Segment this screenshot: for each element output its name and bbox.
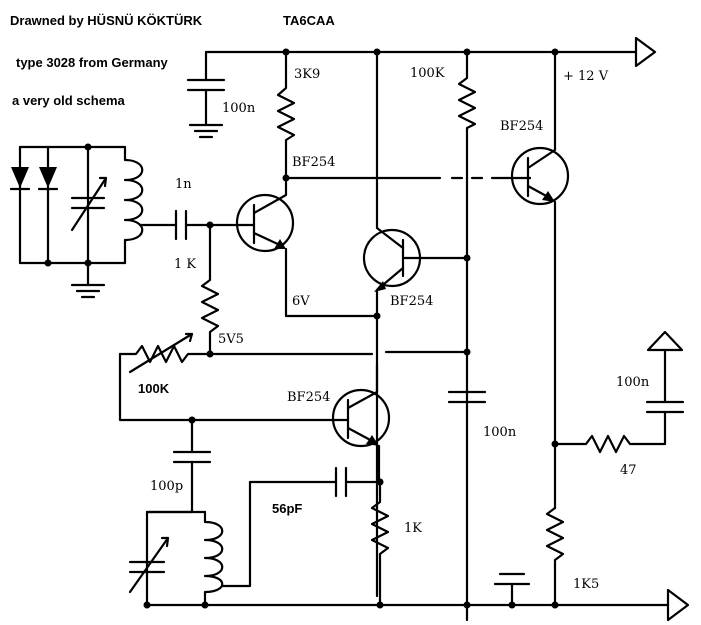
resistor-1k-top-label: 1 K xyxy=(174,257,196,272)
voltage-5v5-label: 5V5 xyxy=(218,332,244,347)
lower-tank-circuit xyxy=(128,418,338,607)
input-tank-circuit xyxy=(9,143,178,299)
ground-rail-bottom xyxy=(143,572,690,622)
transistor-right-label: BF254 xyxy=(500,119,543,134)
transistor-middle-label: BF254 xyxy=(390,294,433,309)
callsign-label: TA6CAA xyxy=(283,13,335,28)
supply-label: + 12 V xyxy=(563,69,609,84)
cap-56pf-label: 56pF xyxy=(272,501,302,516)
cap-100n-top-label: 100n xyxy=(222,101,256,116)
cap-1n-label: 1n xyxy=(175,177,192,192)
capacitor-1n xyxy=(174,209,242,241)
transistor-bf254-low xyxy=(331,363,391,486)
author-label: Drawned by HÜSNÜ KÖKTÜRK xyxy=(10,13,203,28)
resistor-3k9-label: 3K9 xyxy=(294,67,320,82)
resistor-100k-top xyxy=(457,50,477,622)
output-network xyxy=(553,330,685,454)
cap-100n-mid-label: 100n xyxy=(483,425,517,440)
resistor-1k5 xyxy=(545,506,565,606)
voltage-6v-label: 6V xyxy=(292,294,310,309)
transistor-top-left-label: BF254 xyxy=(292,155,335,170)
resistor-1k5-label: 1K5 xyxy=(573,577,599,592)
bias-rail xyxy=(118,332,469,424)
resistor-1k-low-label: 1K xyxy=(404,521,422,536)
note-label: a very old schema xyxy=(12,93,125,108)
resistor-1k-low xyxy=(370,480,390,606)
resistor-100k-var-label: 100K xyxy=(138,381,170,396)
supply-rail-top xyxy=(204,36,657,68)
capacitor-100n-mid xyxy=(447,390,487,404)
transistor-bf254-middle xyxy=(362,50,469,598)
type-label: type 3028 from Germany xyxy=(16,55,169,70)
cap-100p-label: 100p xyxy=(150,479,183,494)
resistor-47-label: 47 xyxy=(620,463,637,478)
transistor-low-label: BF254 xyxy=(287,390,330,405)
transistor-bf254-top-left xyxy=(235,176,381,320)
resistor-1k-top xyxy=(200,223,220,358)
capacitor-56pf xyxy=(334,466,382,498)
capacitor-100n-top xyxy=(186,50,226,139)
cap-100n-right-label: 100n xyxy=(616,375,650,390)
resistor-100k-top-label: 100K xyxy=(410,66,445,81)
transistor-bf254-right xyxy=(510,50,570,510)
